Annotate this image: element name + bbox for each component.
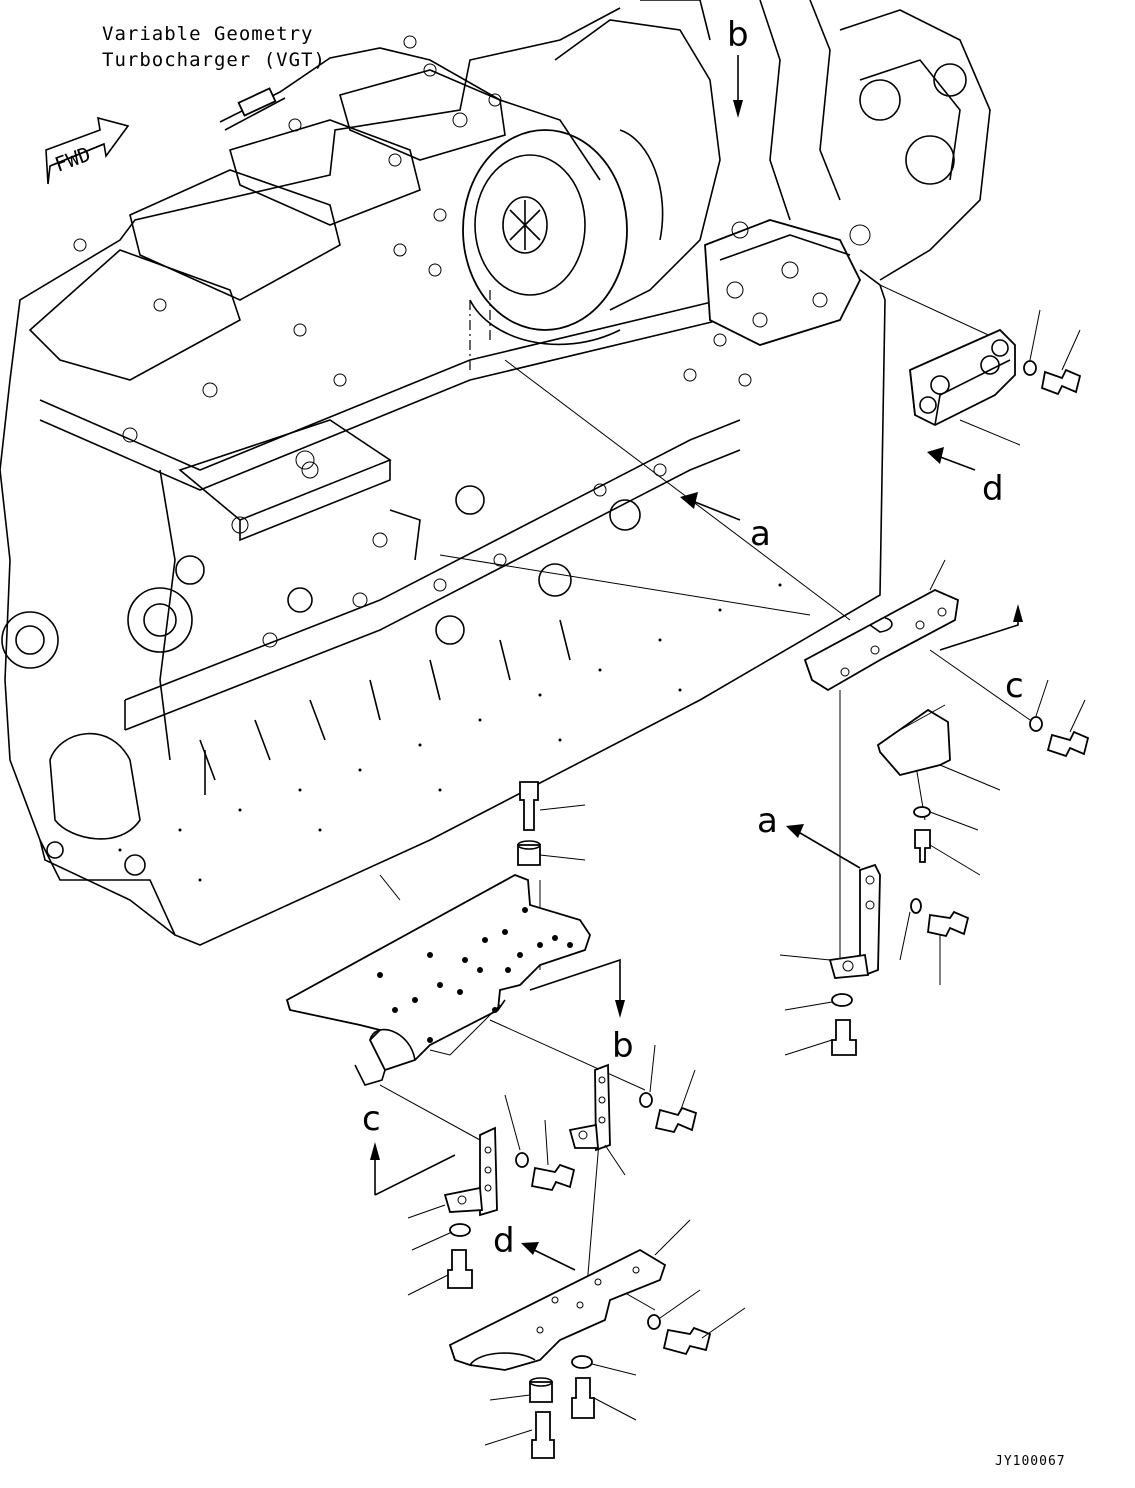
bolt-icon bbox=[1040, 368, 1082, 396]
large-heat-shield-plate bbox=[285, 781, 591, 1086]
bolt-icon bbox=[447, 1249, 473, 1289]
engine-block-illustration bbox=[0, 7, 886, 946]
washer-icon bbox=[571, 1355, 593, 1369]
bolt-icon bbox=[571, 1377, 595, 1419]
washer-icon bbox=[515, 1152, 529, 1168]
title-line-2: Turbocharger (VGT) bbox=[102, 49, 326, 71]
callout-d-lower: d bbox=[493, 1221, 576, 1271]
washer-icon bbox=[913, 806, 931, 818]
washer-icon bbox=[1029, 716, 1043, 732]
svg-text:d: d bbox=[493, 1221, 515, 1261]
svg-text:c: c bbox=[362, 1099, 381, 1139]
bolt-icon bbox=[914, 829, 931, 863]
svg-text:a: a bbox=[757, 801, 778, 841]
turbocharger-illustration bbox=[219, 0, 991, 370]
turbo-mount-bracket-upper bbox=[909, 309, 1082, 446]
drawing-code: JY100067 bbox=[995, 1454, 1066, 1469]
bolt-icon bbox=[654, 1106, 698, 1134]
washer-icon bbox=[1023, 360, 1037, 376]
washer-icon bbox=[449, 1223, 471, 1237]
svg-text:a: a bbox=[750, 514, 771, 554]
callout-b-lower: b bbox=[529, 958, 634, 1066]
bolt-icon bbox=[662, 1326, 712, 1356]
callout-a-lower: a bbox=[757, 801, 861, 869]
svg-text:b: b bbox=[727, 15, 749, 55]
bolt-icon bbox=[831, 1019, 857, 1056]
svg-text:c: c bbox=[1005, 666, 1024, 706]
callout-c-left: c bbox=[362, 1099, 456, 1196]
washer-icon bbox=[831, 993, 853, 1007]
bolt-icon bbox=[927, 910, 970, 938]
svg-text:b: b bbox=[612, 1026, 634, 1066]
bolt-icon bbox=[530, 1163, 576, 1192]
callout-d-right: d bbox=[927, 447, 1004, 509]
fwd-label: FWD bbox=[52, 142, 94, 177]
bolt-icon bbox=[519, 781, 539, 831]
fwd-arrow-icon: FWD bbox=[45, 116, 130, 185]
bolt-icon bbox=[1046, 730, 1090, 758]
svg-text:d: d bbox=[982, 469, 1004, 509]
heat-shield-bracket-right bbox=[779, 559, 1090, 1056]
spacer-icon bbox=[517, 844, 541, 866]
assembly-leader-lines bbox=[379, 284, 1031, 1311]
title-line-1: Variable Geometry bbox=[102, 23, 313, 45]
callout-a-right: a bbox=[680, 492, 771, 554]
washer-icon bbox=[647, 1314, 661, 1330]
washer-icon bbox=[910, 898, 922, 914]
lower-bracket-assembly bbox=[407, 1044, 746, 1459]
callout-c-right: c bbox=[939, 604, 1024, 706]
bolt-icon bbox=[531, 1411, 555, 1459]
callout-b-top: b bbox=[727, 15, 749, 118]
washer-icon bbox=[639, 1092, 653, 1108]
